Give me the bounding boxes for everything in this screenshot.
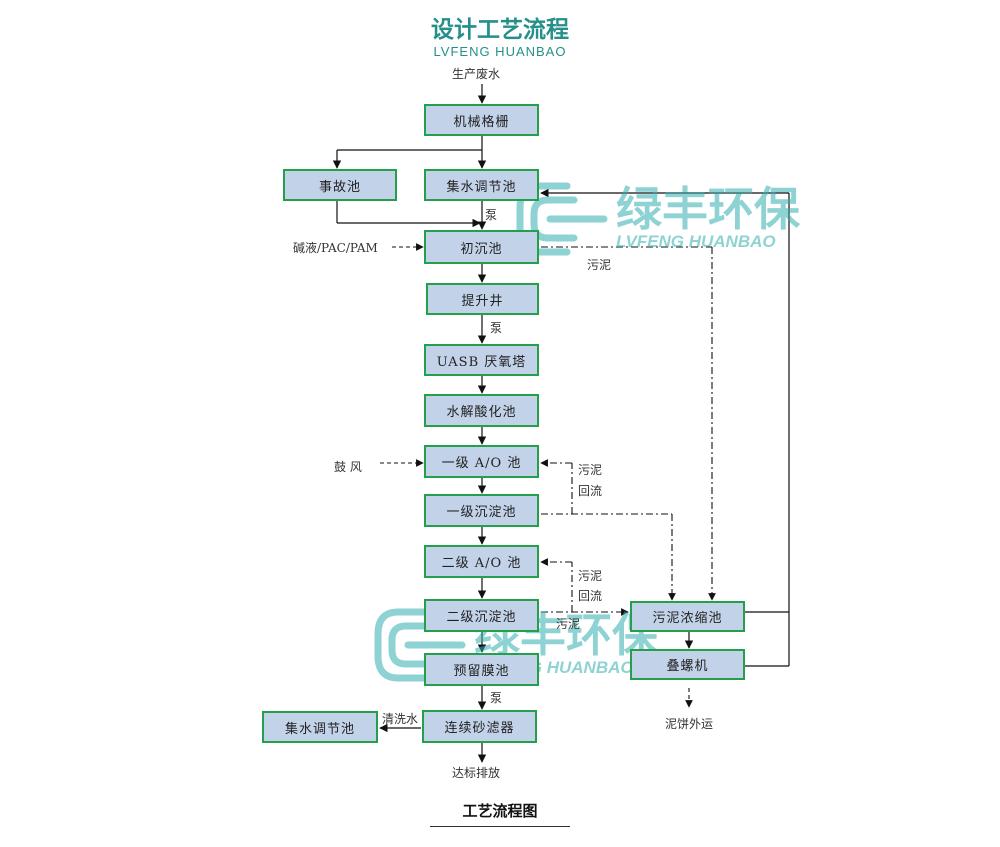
label-sludge-1: 污泥 xyxy=(587,258,612,272)
label-wastewater-input: 生产废水 xyxy=(452,67,501,81)
box-equalization-tank-2: 集水调节池 xyxy=(262,711,378,743)
page-title: 设计工艺流程 xyxy=(431,17,569,43)
box-uasb-tower: UASB 厌氧塔 xyxy=(424,344,539,376)
label-aeration: 鼓 风 xyxy=(334,460,362,474)
label-chemical-dosing: 碱液/PAC/PAM xyxy=(293,241,378,255)
label-reflux-2b: 回流 xyxy=(578,589,603,603)
box-mechanical-screen: 机械格栅 xyxy=(424,104,539,136)
box-settling-tank-1: 一级沉淀池 xyxy=(424,494,539,527)
box-sludge-thickener: 污泥浓缩池 xyxy=(630,601,745,632)
box-primary-clarifier: 初沉池 xyxy=(424,230,539,264)
label-discharge: 达标排放 xyxy=(452,766,501,780)
label-sludge-cake: 泥饼外运 xyxy=(665,717,714,731)
box-hydrolysis-tank: 水解酸化池 xyxy=(424,394,539,427)
caption-underline xyxy=(430,826,570,827)
box-sand-filter: 连续砂滤器 xyxy=(422,710,537,743)
label-sludge-2: 污泥 xyxy=(556,617,581,631)
label-reflux-1b: 回流 xyxy=(578,484,603,498)
page-subtitle: LVFENG HUANBAO xyxy=(433,44,567,59)
label-reflux-2a: 污泥 xyxy=(578,569,603,583)
box-ao-tank-2: 二级 A/O 池 xyxy=(424,545,539,578)
box-ao-tank-1: 一级 A/O 池 xyxy=(424,445,539,478)
label-pump-1: 泵 xyxy=(485,208,498,222)
label-pump-3: 泵 xyxy=(490,691,503,705)
box-settling-tank-2: 二级沉淀池 xyxy=(424,599,539,632)
box-screw-press: 叠螺机 xyxy=(630,649,745,680)
box-equalization-tank: 集水调节池 xyxy=(424,169,539,201)
label-wash-water: 清洗水 xyxy=(382,712,419,726)
box-accident-tank: 事故池 xyxy=(283,169,397,201)
label-pump-2: 泵 xyxy=(490,321,503,335)
label-reflux-1a: 污泥 xyxy=(578,463,603,477)
figure-caption: 工艺流程图 xyxy=(462,802,538,820)
box-membrane-tank: 预留膜池 xyxy=(424,653,539,686)
box-lift-well: 提升井 xyxy=(426,283,539,315)
